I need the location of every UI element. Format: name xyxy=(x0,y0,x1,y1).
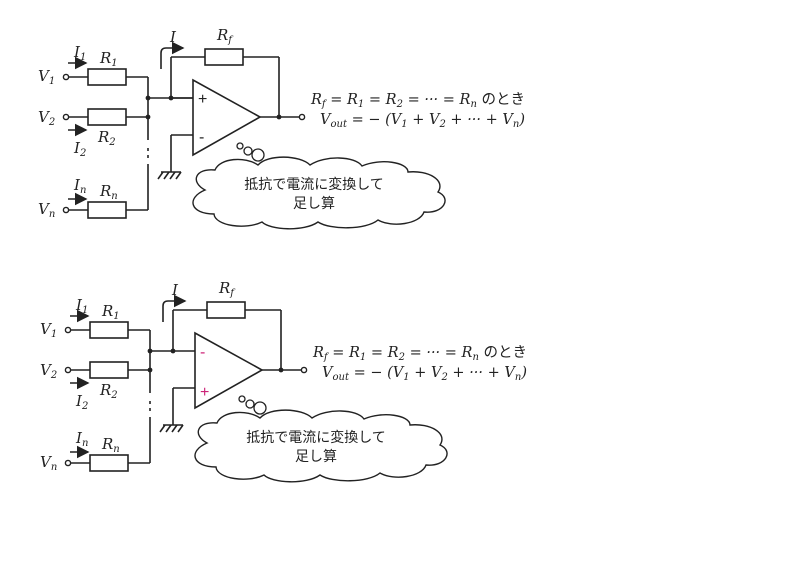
junction-dot xyxy=(145,114,151,120)
label-rf: Rf xyxy=(218,279,236,299)
bubble-line-2: 足し算 xyxy=(295,449,337,465)
arrow-i-feedback xyxy=(160,41,185,69)
label-i1: I1 xyxy=(75,296,88,316)
label-v2: V2 xyxy=(38,108,55,128)
label-vn: Vn xyxy=(38,200,55,220)
terminal-vn xyxy=(64,459,72,467)
equation-vout: Vout = − (V1 + V2 + ··· + Vn) xyxy=(320,112,525,130)
op-amp-triangle xyxy=(192,78,262,157)
label-i1: I1 xyxy=(73,43,86,63)
label-in: In xyxy=(75,429,88,449)
ground-symbol xyxy=(159,424,184,433)
label-i: I xyxy=(169,28,177,46)
bubble-line-1: 抵抗で電流に変換して xyxy=(246,429,386,446)
bubble-line-2: 足し算 xyxy=(293,196,335,212)
label-in: In xyxy=(73,176,86,196)
thought-bubble: 抵抗で電流に変換して 足し算 xyxy=(192,142,446,230)
label-v2: V2 xyxy=(40,361,57,381)
op-amp-top-sign: - xyxy=(200,344,205,361)
terminal-vout xyxy=(300,366,308,374)
label-i2: I2 xyxy=(73,139,86,159)
resistor-rn xyxy=(89,454,129,472)
resistor-r2 xyxy=(89,361,129,379)
label-r2: R2 xyxy=(97,128,116,148)
thought-bubble: 抵抗で電流に変換して 足し算 xyxy=(194,395,448,483)
terminal-v1 xyxy=(62,73,70,81)
label-rn: Rn xyxy=(101,435,120,455)
resistor-rf xyxy=(206,301,246,319)
label-v1: V1 xyxy=(38,67,55,87)
terminal-v2 xyxy=(64,366,72,374)
junction-dot xyxy=(147,367,153,373)
bubble-line-1: 抵抗で電流に変換して xyxy=(244,176,384,193)
op-amp-top-sign: + xyxy=(198,91,207,108)
op-amp-triangle xyxy=(194,331,264,410)
terminal-v2 xyxy=(62,113,70,121)
label-v1: V1 xyxy=(40,320,57,340)
label-i2: I2 xyxy=(75,392,88,412)
label-i: I xyxy=(171,281,179,299)
equation-resistors: Rf = R1 = R2 = ··· = Rn のとき xyxy=(310,91,525,110)
label-vn: Vn xyxy=(40,453,57,473)
label-rn: Rn xyxy=(99,182,118,202)
junction-dot xyxy=(276,114,282,120)
ground-symbol xyxy=(157,171,182,180)
terminal-v1 xyxy=(64,326,72,334)
junction-dot xyxy=(278,367,284,373)
summing-amp-circuit-bottom: - + I1 R1 V1 V2 R2 I2 In Rn Vn I Rf Rf =… xyxy=(40,279,527,483)
terminal-vout xyxy=(298,113,306,121)
label-rf: Rf xyxy=(216,26,234,46)
equation-vout: Vout = − (V1 + V2 + ··· + Vn) xyxy=(322,365,527,383)
resistor-r1 xyxy=(89,321,129,339)
arrow-i-feedback xyxy=(162,294,187,322)
summing-amp-circuit-top: + - I1 R1 V1 V2 R2 I2 In Rn Vn I Rf Rf =… xyxy=(38,26,525,230)
resistor-r2 xyxy=(87,108,127,126)
resistor-rf xyxy=(204,48,244,66)
label-r1: R1 xyxy=(101,302,120,322)
label-r2: R2 xyxy=(99,381,118,401)
op-amp-bottom-sign: - xyxy=(199,129,204,146)
resistor-rn xyxy=(87,201,127,219)
equation-resistors: Rf = R1 = R2 = ··· = Rn のとき xyxy=(312,344,527,363)
label-r1: R1 xyxy=(99,49,118,69)
resistor-r1 xyxy=(87,68,127,86)
terminal-vn xyxy=(62,206,70,214)
op-amp-bottom-sign: + xyxy=(200,384,209,401)
